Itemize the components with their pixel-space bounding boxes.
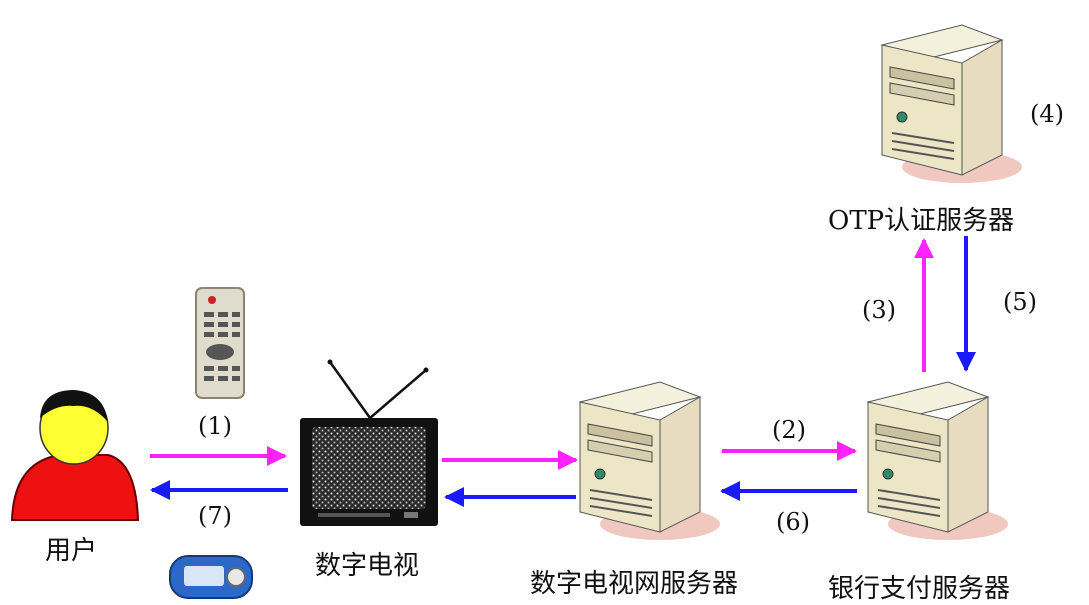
- step-2-label: (2): [772, 416, 806, 444]
- step-7-label: (7): [198, 502, 232, 530]
- tv-icon: [300, 359, 438, 526]
- step-4-label: (4): [1030, 100, 1064, 128]
- step-1-label: (1): [198, 412, 232, 440]
- tv-label: 数字电视: [315, 551, 420, 581]
- bank-payment-server-label: 银行支付服务器: [828, 574, 1011, 604]
- otp-server-label: OTP认证服务器: [828, 206, 1015, 236]
- bank-payment-server-icon: [867, 381, 1008, 541]
- step-3-label: (3): [862, 296, 896, 324]
- user-label: 用户: [45, 536, 98, 566]
- tv-network-server-label: 数字电视网服务器: [530, 569, 739, 599]
- step-5-label: (5): [1003, 288, 1037, 316]
- step-6-label: (6): [776, 508, 810, 536]
- tv-network-server-icon: [579, 381, 720, 541]
- otp-token-image: [169, 555, 253, 599]
- user-figure: [10, 390, 140, 521]
- remote-control-image: [195, 287, 245, 399]
- otp-server-icon: [880, 23, 1022, 185]
